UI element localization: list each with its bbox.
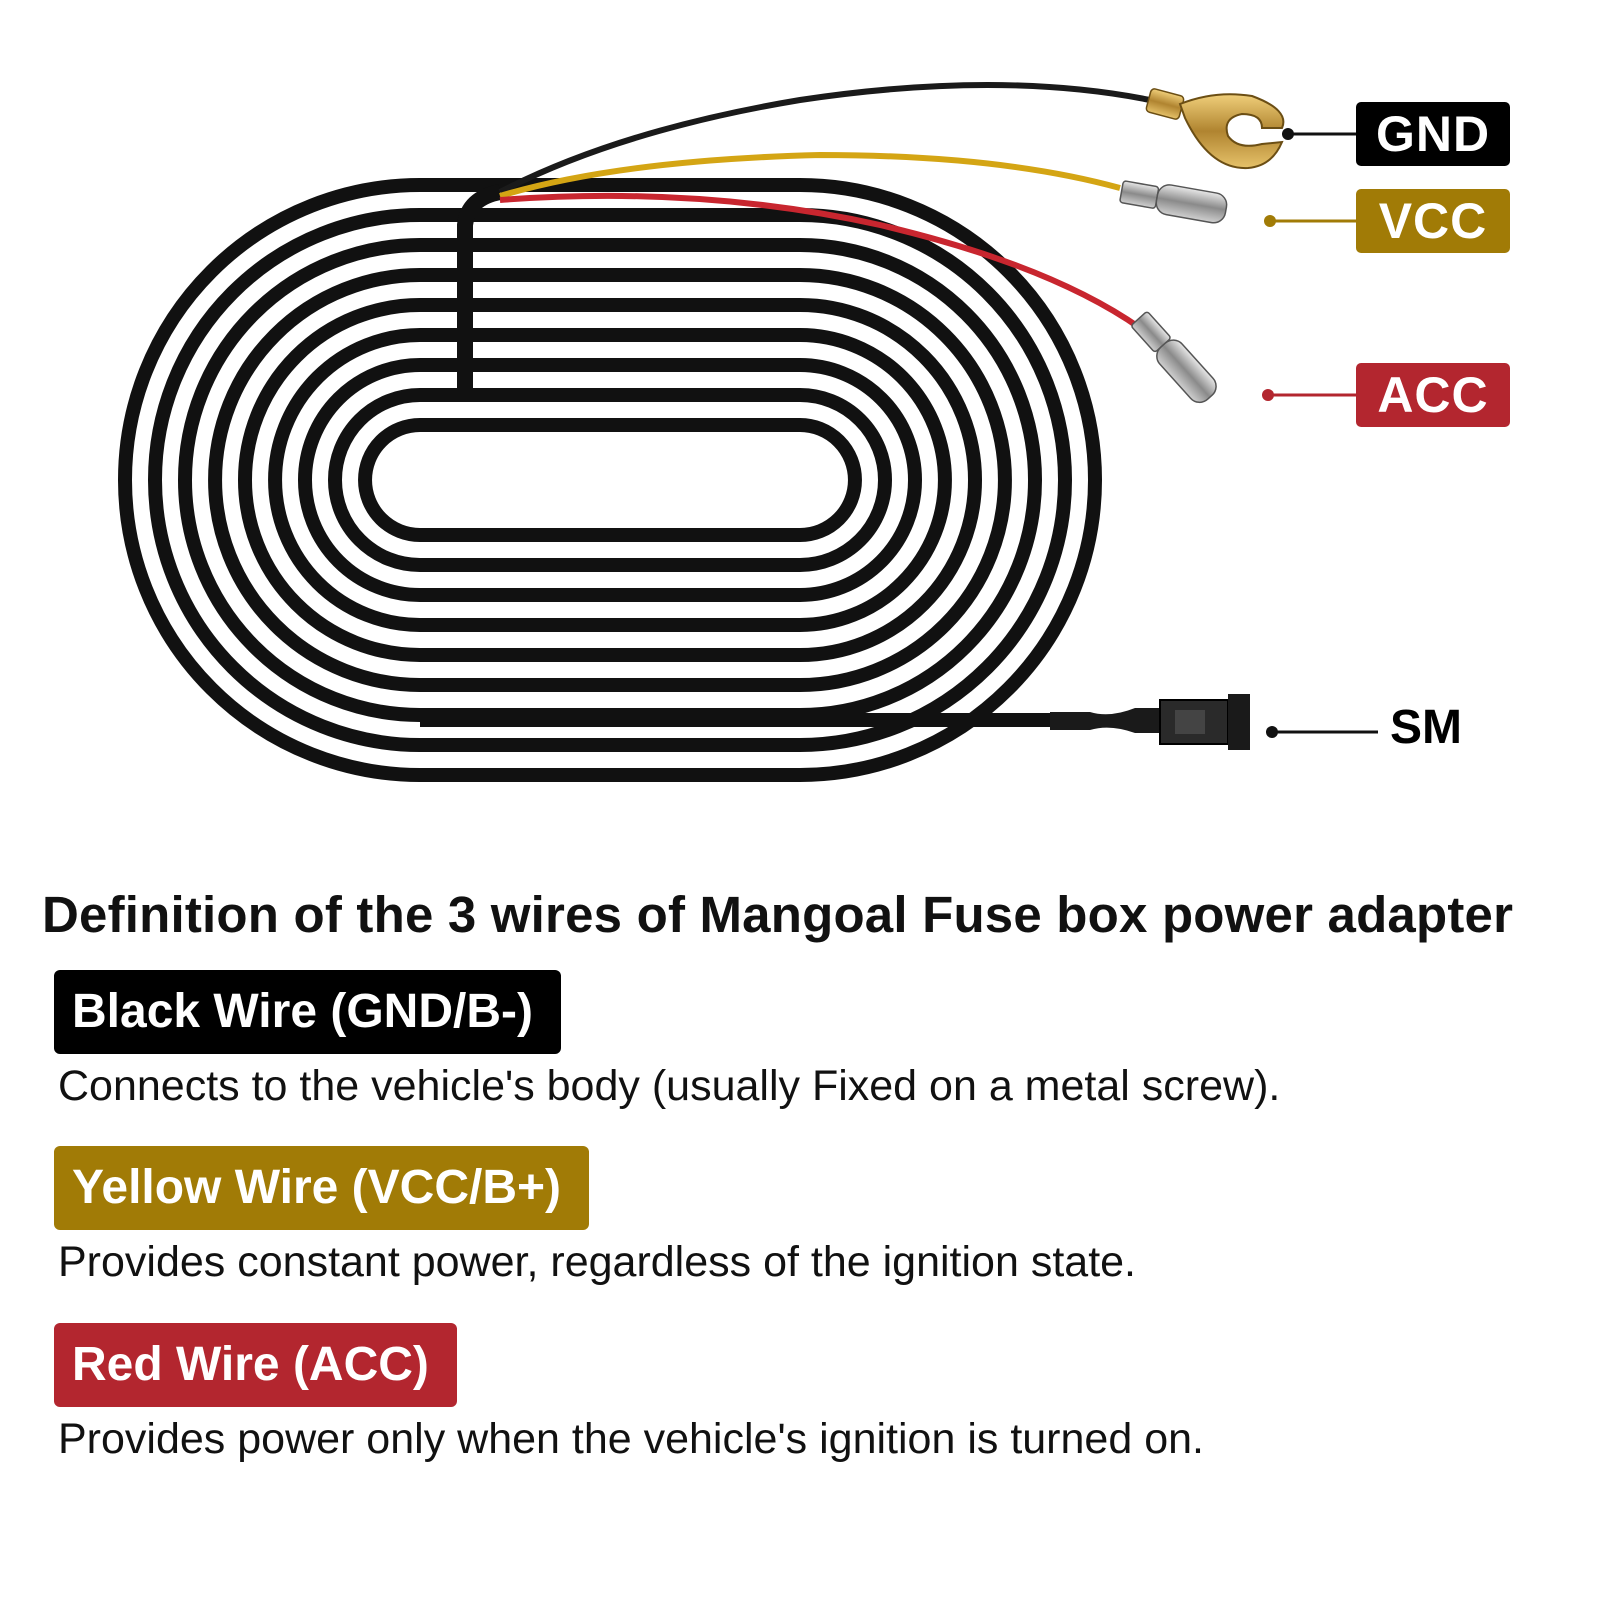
acc-bullet-terminal [1131, 311, 1217, 404]
coil-loop [208, 268, 1012, 692]
leader-gnd [1282, 128, 1356, 140]
coil-loop [238, 298, 982, 662]
coiled-cable [118, 178, 1102, 782]
black-wire-description: Connects to the vehicle's body (usually … [58, 1062, 1281, 1110]
fork-terminal [1145, 88, 1285, 170]
black-wire-badge: Black Wire (GND/B-) [54, 970, 561, 1054]
coil-loop [268, 328, 952, 632]
leader-sm [1266, 726, 1378, 738]
red-wire-description: Provides power only when the vehicle's i… [58, 1415, 1204, 1463]
coil-loop [358, 418, 862, 542]
leader-vcc [1264, 215, 1356, 227]
yellow-wire [499, 151, 1121, 199]
coil-loop [298, 358, 922, 602]
gnd-tag: GND [1356, 102, 1510, 166]
page-title: Definition of the 3 wires of Mangoal Fus… [42, 886, 1514, 943]
black-wire [498, 82, 1151, 195]
yellow-wire-description: Provides constant power, regardless of t… [58, 1238, 1137, 1286]
acc-tag: ACC [1356, 363, 1510, 427]
coil-loop [178, 238, 1042, 722]
coil-loop [148, 208, 1072, 752]
cable-riser [457, 184, 502, 395]
red-wire-badge: Red Wire (ACC) [54, 1323, 457, 1407]
vcc-tag: VCC [1356, 189, 1510, 253]
coil-loop [118, 178, 1102, 782]
coil-loop [328, 388, 892, 572]
cable-tail-sheath [1050, 708, 1160, 733]
red-wire [499, 192, 1142, 331]
wiring-diagram [118, 82, 1378, 782]
leader-acc [1262, 389, 1356, 401]
vcc-bullet-terminal [1119, 180, 1228, 224]
sm-tag: SM [1390, 701, 1462, 754]
yellow-wire-badge: Yellow Wire (VCC/B+) [54, 1146, 589, 1230]
sm-connector [1159, 694, 1250, 750]
